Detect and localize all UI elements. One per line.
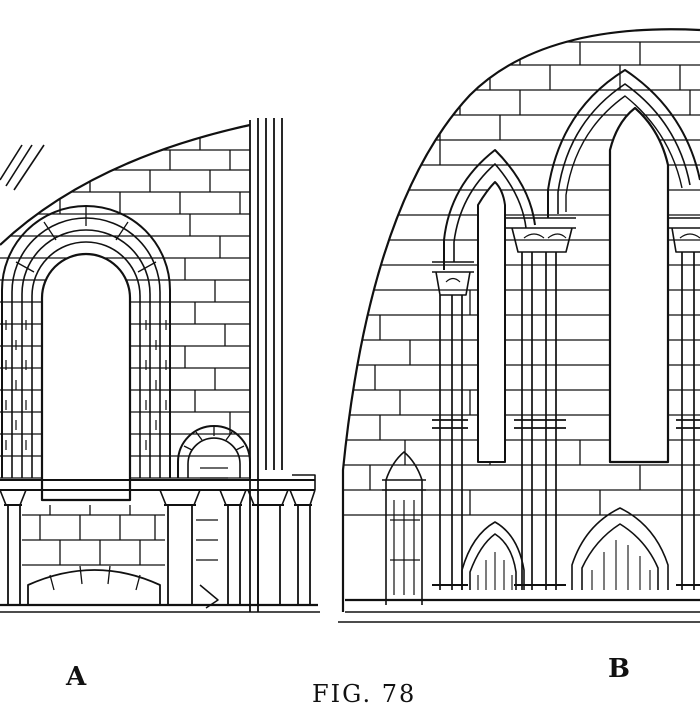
columns-a: [7, 505, 311, 609]
columns-b: [432, 252, 700, 590]
figure-caption: FIG. 78: [312, 680, 417, 708]
wall-outline-b: [341, 28, 700, 612]
plinth-a: [0, 603, 320, 613]
wall-outline: [0, 123, 251, 246]
panel-b-gothic-bay: [338, 28, 700, 623]
vault-ribs: [0, 144, 45, 191]
vertical-shafts: [249, 118, 283, 612]
blind-arcade-left: [461, 521, 525, 590]
panel-b-label: B: [608, 654, 630, 684]
capitals-band: [0, 474, 316, 506]
round-arch-window: [1, 205, 171, 502]
panel-a-romanesque-bay: [0, 118, 320, 613]
small-niche: [382, 451, 426, 605]
plinth-b: [338, 598, 700, 623]
small-round-arch: [177, 425, 251, 479]
panel-a-label: A: [66, 662, 87, 692]
capitals-b: [432, 217, 700, 296]
blind-arcade-right: [571, 507, 669, 590]
dado-masonry: [22, 505, 165, 605]
large-lancet-window: [547, 69, 700, 464]
left-lancet-window: [443, 149, 536, 463]
